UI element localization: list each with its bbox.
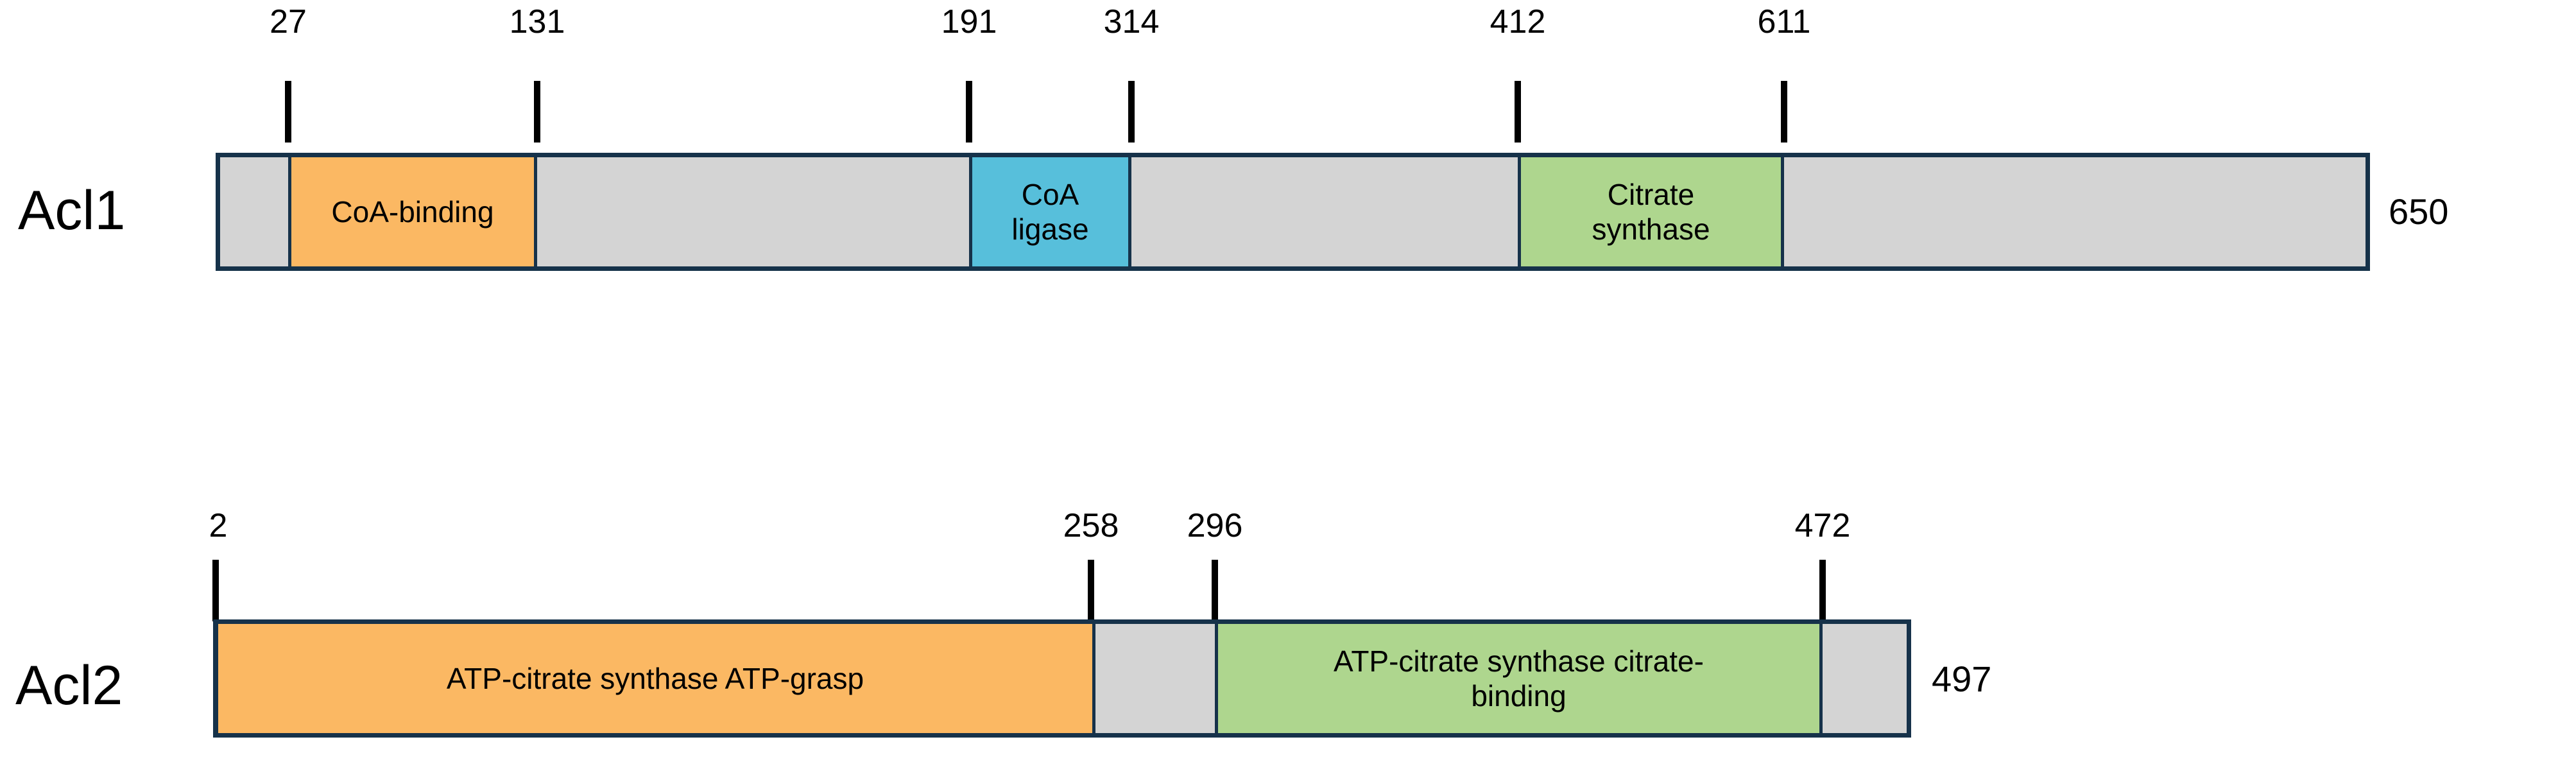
protein-backbone-acl1: CoA-binding CoA ligase Citrate synthase (216, 153, 2370, 271)
tick-label-acl2-2: 2 (209, 507, 228, 544)
domain-label-line-1: CoA (1021, 177, 1079, 211)
length-label-acl2: 497 (1932, 659, 1992, 699)
domain-acl1-coa-binding: CoA-binding (288, 157, 537, 266)
domain-acl2-citrate-binding: ATP-citrate synthase citrate- binding (1215, 624, 1823, 733)
domain-label: CoA-binding (331, 195, 494, 229)
tick-mark-acl2-2 (212, 560, 219, 621)
domain-label-line-1: ATP-citrate synthase citrate- (1334, 644, 1704, 678)
domain-label: ATP-citrate synthase ATP-grasp (446, 661, 864, 695)
tick-mark-acl2-472 (1819, 560, 1826, 621)
tick-mark-acl1-131 (534, 81, 540, 143)
tick-label-acl2-472: 472 (1794, 507, 1851, 544)
tick-label-acl1-611: 611 (1757, 3, 1811, 40)
protein-backbone-acl2: ATP-citrate synthase ATP-grasp ATP-citra… (213, 619, 1911, 738)
domain-label-line-2: synthase (1592, 212, 1710, 246)
domain-acl1-coa-ligase: CoA ligase (969, 157, 1131, 266)
tick-mark-acl1-191 (966, 81, 972, 143)
tick-label-acl1-191: 191 (941, 3, 997, 40)
domain-label-line-1: Citrate (1607, 177, 1695, 211)
protein-name-acl2: Acl2 (15, 655, 123, 716)
domain-acl2-atp-grasp: ATP-citrate synthase ATP-grasp (215, 624, 1095, 733)
tick-label-acl2-258: 258 (1063, 507, 1119, 544)
tick-label-acl1-314: 314 (1103, 3, 1160, 40)
domain-label-line-2: binding (1471, 679, 1567, 713)
tick-label-acl1-412: 412 (1490, 3, 1546, 40)
domain-acl1-citrate-synthase: Citrate synthase (1518, 157, 1784, 266)
protein-track-acl1: Acl1 27 131 191 314 412 611 CoA-binding … (0, 0, 2576, 302)
domain-label-line-2: ligase (1011, 212, 1089, 246)
tick-mark-acl1-27 (285, 81, 291, 143)
tick-label-acl2-296: 296 (1187, 507, 1243, 544)
tick-mark-acl2-258 (1088, 560, 1094, 621)
tick-label-acl1-131: 131 (509, 3, 565, 40)
tick-mark-acl1-412 (1515, 81, 1521, 143)
protein-name-acl1: Acl1 (18, 180, 126, 241)
length-label-acl1: 650 (2389, 191, 2449, 232)
tick-mark-acl2-296 (1212, 560, 1218, 621)
protein-track-acl2: Acl2 2 258 296 472 ATP-citrate synthase … (0, 478, 2576, 778)
tick-label-acl1-27: 27 (270, 3, 307, 40)
tick-mark-acl1-314 (1128, 81, 1135, 143)
tick-mark-acl1-611 (1781, 81, 1787, 143)
